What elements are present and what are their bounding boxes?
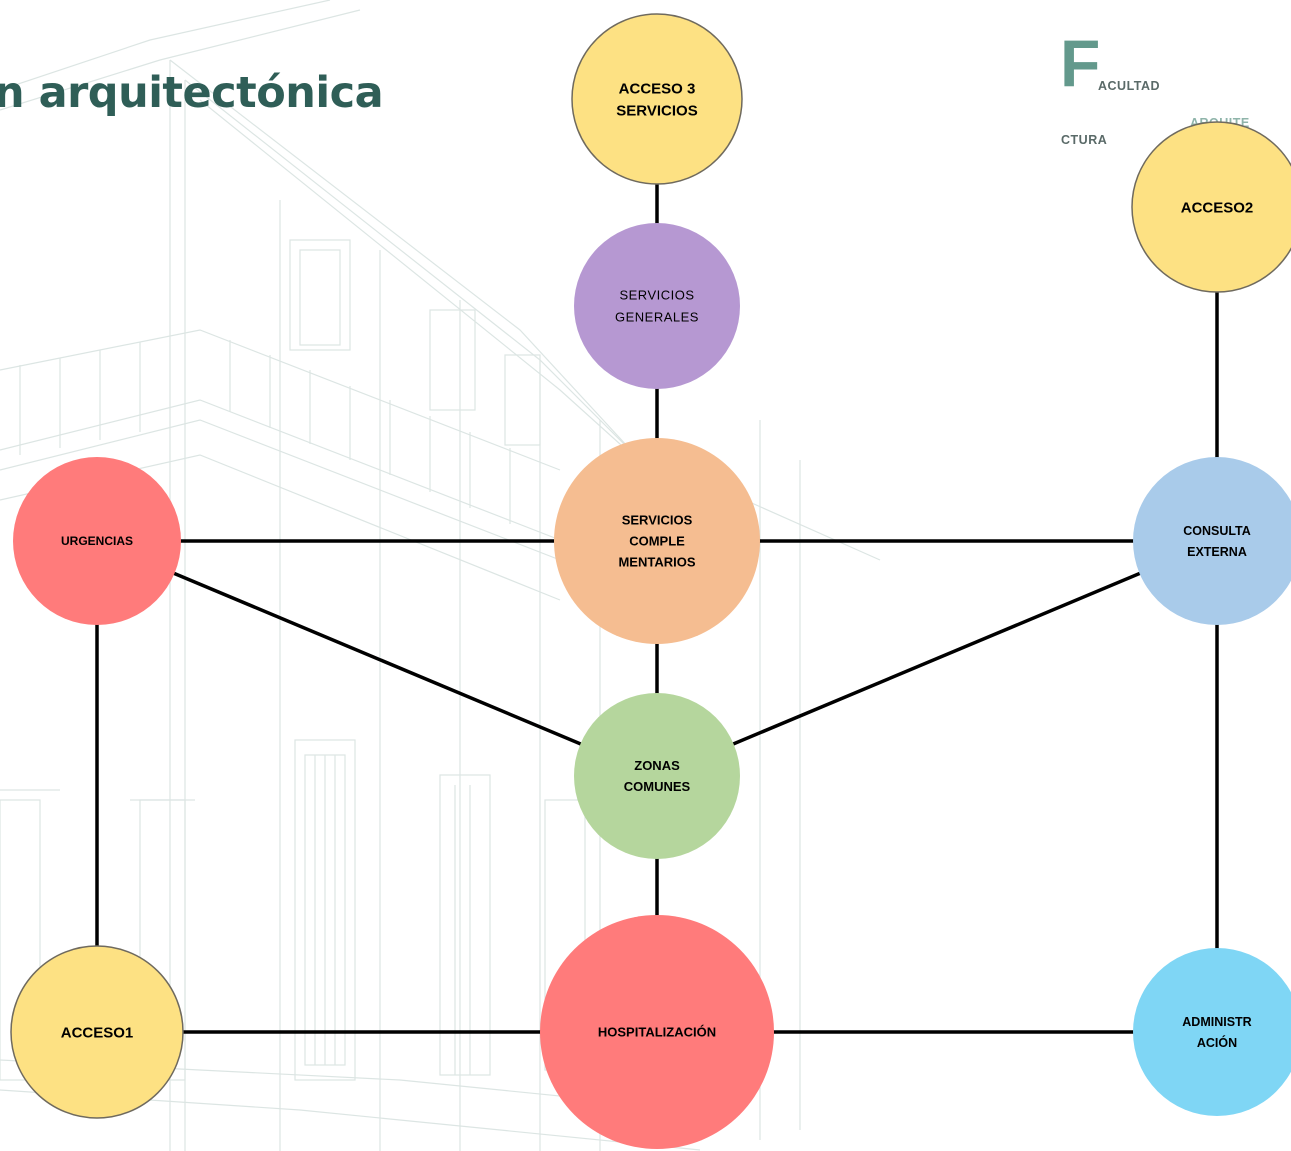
node-circle-acceso1: [10, 945, 184, 1119]
node-label-consulta-externa: EXTERNA: [1187, 545, 1247, 559]
node-label-servicios-complementarios: MENTARIOS: [618, 555, 695, 570]
faculty-logo: F ACULTAD ARQUITE CTURA: [1060, 30, 1260, 160]
node-label-servicios-complementarios: SERVICIOS: [622, 513, 693, 528]
node-circle-administracion: [1133, 948, 1291, 1116]
node-label-zonas-comunes: ZONAS: [634, 758, 680, 773]
page-title: n arquitectónica: [0, 68, 384, 118]
node-label-administracion: ADMINISTR: [1182, 1015, 1251, 1029]
node-administracion: ADMINISTR ACIÓN: [1133, 948, 1291, 1116]
node-urgencias: URGENCIAS: [13, 457, 181, 625]
node-label-consulta-externa: CONSULTA: [1183, 524, 1251, 538]
node-label-acceso3: SERVICIOS: [616, 102, 697, 119]
node-circle-servicios-complementarios: [554, 438, 760, 644]
node-label-zonas-comunes: COMUNES: [624, 779, 691, 794]
node-acceso3: ACCESO 3 SERVICIOS: [571, 13, 743, 185]
node-acceso2: ACCESO2: [1131, 121, 1291, 293]
node-label-servicios-complementarios: COMPLE: [629, 534, 685, 549]
node-servicios-generales: SERVICIOS GENERALES: [574, 223, 740, 389]
node-label-urgencias: URGENCIAS: [61, 534, 133, 548]
node-label-acceso1: ACCESO1: [61, 1024, 134, 1041]
node-circle-acceso2: [1131, 121, 1291, 293]
node-servicios-complementarios: SERVICIOS COMPLE MENTARIOS: [554, 438, 760, 644]
logo-word-1: ACULTAD: [1098, 79, 1161, 93]
node-circle-urgencias: [13, 457, 181, 625]
node-circle-consulta-externa: [1133, 457, 1291, 625]
logo-word-3: CTURA: [1061, 133, 1108, 147]
node-label-administracion: ACIÓN: [1197, 1035, 1237, 1050]
node-label-acceso3: ACCESO 3: [619, 80, 696, 97]
node-hospitalizacion: HOSPITALIZACIÓN: [540, 915, 774, 1149]
node-label-servicios-generales: SERVICIOS: [619, 288, 694, 303]
node-zonas-comunes: ZONAS COMUNES: [574, 693, 740, 859]
node-circle-hospitalizacion: [540, 915, 774, 1149]
node-label-servicios-generales: GENERALES: [615, 310, 699, 325]
logo-letter: F: [1060, 26, 1101, 100]
node-circle-zonas-comunes: [574, 693, 740, 859]
node-acceso1: ACCESO1: [10, 945, 184, 1119]
edge-zonas-comunes-consulta-externa: [656, 539, 1218, 778]
node-consulta-externa: CONSULTA EXTERNA: [1133, 457, 1291, 625]
node-circle-servicios-generales: [574, 223, 740, 389]
edge-urgencias-zonas-comunes: [96, 539, 658, 778]
node-label-acceso2: ACCESO2: [1181, 199, 1254, 216]
node-label-hospitalizacion: HOSPITALIZACIÓN: [598, 1025, 716, 1040]
node-circle-acceso3: [571, 13, 743, 185]
